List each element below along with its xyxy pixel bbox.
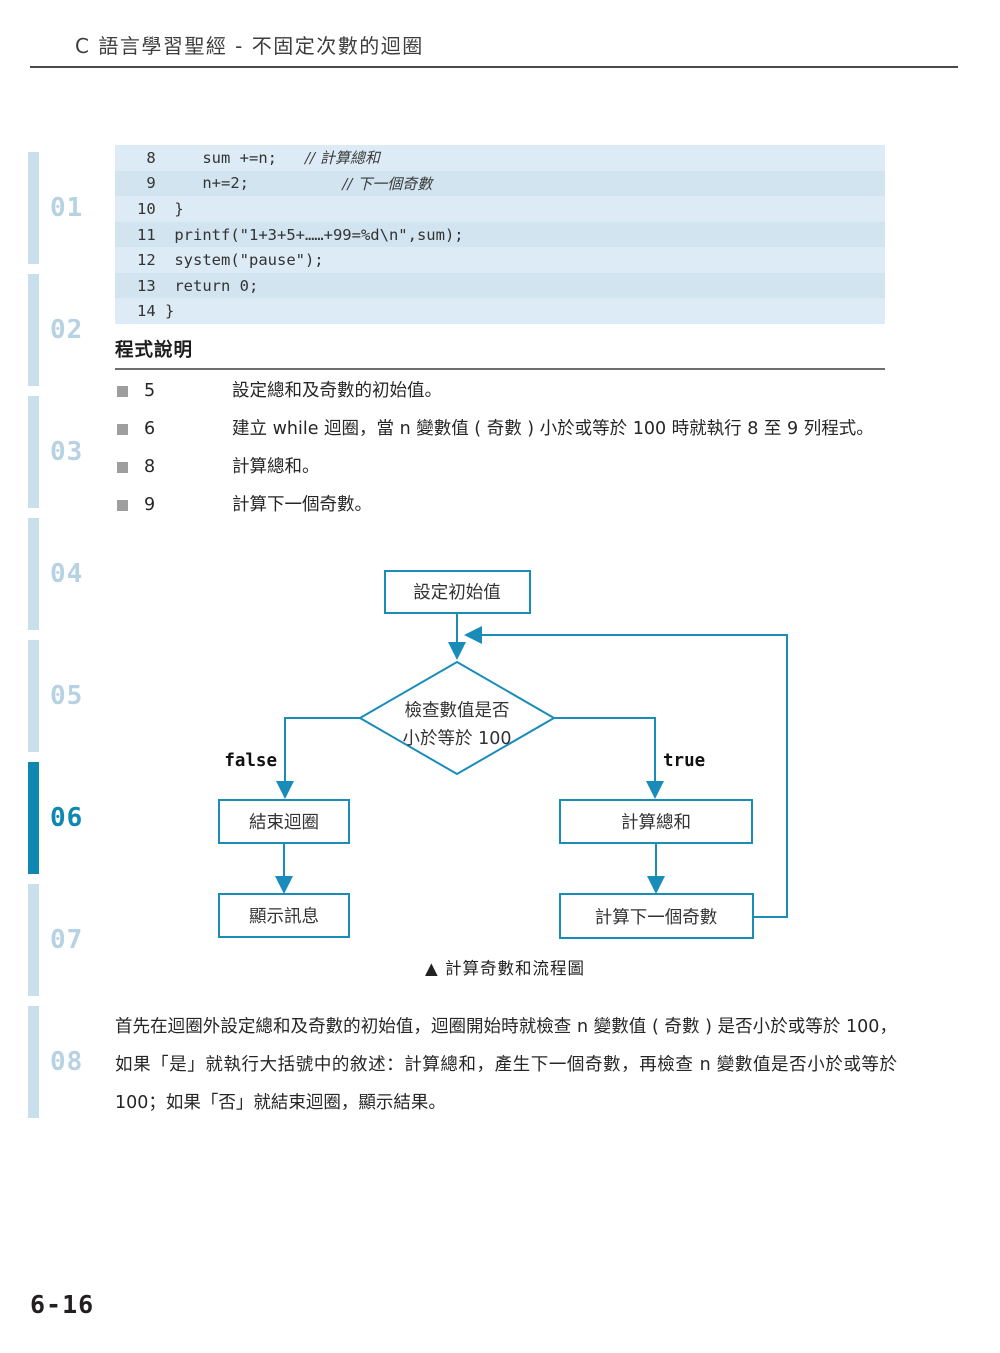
code-text: }	[155, 302, 175, 321]
chapter-tab-label: 07	[50, 925, 84, 955]
chapter-tab-08: 08	[28, 1006, 82, 1118]
code-line-number: 9	[137, 174, 156, 193]
code-line-13: 13 return 0;	[115, 272, 885, 299]
chapter-tab-04: 04	[28, 518, 82, 630]
square-bullet-icon	[117, 424, 128, 435]
node-calc-sum	[559, 799, 753, 844]
chapter-tab-label: 08	[50, 1047, 84, 1077]
chapter-tab-label: 06	[50, 803, 84, 833]
code-line-10: 10 }	[115, 196, 885, 222]
code-text: sum +=n;	[155, 148, 305, 167]
chapter-tab-label: 01	[50, 193, 84, 223]
chapter-tab-label: 03	[50, 437, 84, 467]
square-bullet-icon	[117, 500, 128, 511]
node-end-loop	[218, 799, 350, 844]
code-line-number: 14	[137, 302, 156, 321]
list-item: 8 計算總和。	[115, 448, 895, 486]
chapter-tab-01: 01	[28, 152, 82, 264]
node-show-message-label: 顯示訊息	[249, 907, 319, 927]
code-line-9: 9 n+=2; // 下一個奇數	[115, 170, 885, 197]
code-text: system("pause");	[155, 251, 324, 270]
code-comment: // 計算總和	[304, 149, 380, 168]
node-end-loop-label: 結束迴圈	[249, 813, 319, 833]
list-item: 6 建立 while 迴圈，當 n 變數值 ( 奇數 ) 小於或等於 100 時…	[115, 410, 895, 448]
node-decision	[357, 660, 557, 776]
line-ref: 8	[144, 457, 156, 477]
header-divider	[30, 66, 958, 68]
node-next-odd-label: 計算下一個奇數	[595, 908, 718, 928]
list-item: 5 設定總和及奇數的初始值。	[115, 372, 895, 410]
chapter-tab-07: 07	[28, 884, 82, 996]
node-start-label: 設定初始值	[413, 583, 501, 603]
code-comment: // 下一個奇數	[342, 174, 433, 193]
line-ref: 6	[144, 419, 156, 439]
chapter-tab-02: 02	[28, 274, 82, 386]
page-number: 6-16	[30, 1290, 95, 1319]
line-explanation: 建立 while 迴圈，當 n 變數值 ( 奇數 ) 小於或等於 100 時就執…	[232, 419, 874, 439]
arrow-true-branch	[554, 717, 664, 799]
section-heading: 程式說明	[115, 340, 194, 361]
line-explanation: 計算下一個奇數。	[232, 495, 372, 515]
figure-caption: ▲ 計算奇數和流程圖	[425, 959, 585, 978]
line-ref: 9	[144, 495, 156, 515]
node-show-message	[218, 893, 350, 938]
branch-label-true: true	[663, 751, 705, 771]
node-start	[384, 570, 531, 614]
chapter-tab-06-active: 06	[28, 762, 82, 874]
code-text: return 0;	[155, 276, 259, 295]
arrow-false-branch	[276, 717, 360, 799]
code-text: }	[155, 199, 184, 218]
code-line-number: 8	[137, 148, 156, 167]
code-line-14: 14 }	[115, 298, 885, 325]
chapter-tab-05: 05	[28, 640, 82, 752]
node-next-odd	[559, 893, 754, 939]
code-text: printf("1+3+5+……+99=%d\n",sum);	[155, 225, 464, 244]
list-item: 9 計算下一個奇數。	[115, 486, 895, 524]
code-line-number: 13	[137, 276, 156, 295]
chapter-tab-label: 04	[50, 559, 84, 589]
line-explanation: 計算總和。	[232, 457, 320, 477]
branch-label-false: false	[224, 751, 277, 771]
page-title: C 語言學習聖經 - 不固定次數的迴圈	[75, 34, 424, 58]
chapter-tab-label: 05	[50, 681, 84, 711]
code-line-11: 11 printf("1+3+5+……+99=%d\n",sum);	[115, 221, 885, 248]
code-line-number: 10	[137, 199, 156, 218]
node-decision-label-line2: 小於等於 100	[403, 729, 512, 749]
body-paragraph: 首先在迴圈外設定總和及奇數的初始值，迴圈開始時就檢查 n 變數值 ( 奇數 ) …	[115, 1017, 897, 1113]
code-line-8: 8 sum +=n; // 計算總和	[115, 145, 885, 171]
arrow-loop-back	[464, 626, 788, 918]
code-line-number: 12	[137, 251, 156, 270]
code-listing: 8 sum +=n; // 計算總和 9 n+=2; // 下一個奇數 10 }…	[115, 145, 885, 325]
explanation-list: 5 設定總和及奇數的初始值。 6 建立 while 迴圈，當 n 變數值 ( 奇…	[115, 372, 895, 524]
node-decision-label-line1: 檢查數值是否	[405, 701, 510, 721]
line-explanation: 設定總和及奇數的初始值。	[232, 381, 442, 401]
chapter-tab-rail: 01 02 03 04 05 06 07 08	[28, 152, 98, 1128]
line-ref: 5	[144, 381, 156, 401]
chapter-tab-03: 03	[28, 396, 82, 508]
square-bullet-icon	[117, 462, 128, 473]
node-calc-sum-label: 計算總和	[621, 813, 691, 833]
square-bullet-icon	[117, 386, 128, 397]
section-divider	[115, 368, 885, 370]
code-line-number: 11	[137, 225, 156, 244]
code-text: n+=2;	[155, 174, 343, 193]
chapter-tab-label: 02	[50, 315, 84, 345]
flowchart-diagram: 設定初始值 檢查數值是否 小於等於 100 false true 結束迴圈 計算…	[218, 570, 788, 939]
code-line-12: 12 system("pause");	[115, 247, 885, 273]
